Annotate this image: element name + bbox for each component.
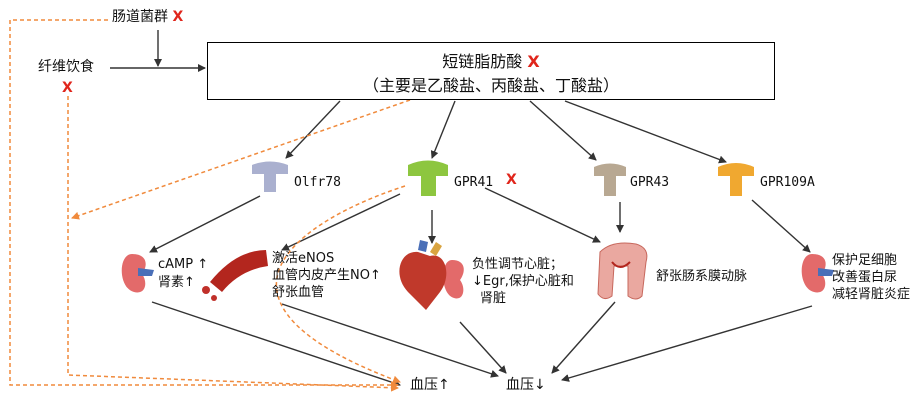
fiber-diet-label: 纤维饮食 [38,59,94,75]
heart-icon [399,240,447,310]
bp-down-label: 血压↓ [506,377,546,393]
heart-effect-line2: ↓Egr,保护心脏和 [472,274,574,289]
arrow-box-to-olfr78 [285,100,341,159]
receptor-label-gpr109a: GPR109A [760,175,815,190]
arrow-box-to-gpr109a [564,100,727,164]
vessel-effect-line1: 激活eNOS [272,251,335,266]
gpr109a-effect-line1: 保护足细胞 [832,253,898,268]
vessel-effect-line2: 血管内皮产生NO↑ [272,268,381,283]
arrow-kidney-to-bpup [151,301,401,387]
gpr109a-effect-line2: 改善蛋白尿 [832,270,898,285]
dashed-box-to-diet-line [71,99,411,220]
receptor-label-olfr78: Olfr78 [294,175,341,190]
receptor-gpr41-icon [408,160,448,196]
olfr78-effect-camp: cAMP ↑ [158,257,209,272]
arrow-olfr78-to-kidney [149,195,261,253]
arrow-box-to-gpr43 [529,100,597,161]
heart-effect-line1: 负性调节心脏； [472,257,564,272]
inhibit-x-mark: X [62,80,73,96]
receptor-label-gpr41: GPR41 [454,175,494,190]
kidney-icon [801,254,834,293]
receptor-gpr43-icon [594,163,626,196]
inhibit-x-mark: X [506,172,517,188]
gpr109a-effect-line3: 减轻肾脏炎症 [832,287,911,302]
gpr43-effect: 舒张肠系膜动脉 [656,269,748,284]
dashed-arrows [9,19,411,392]
scfa-box: 短链脂肪酸 X （主要是乙酸盐、丙酸盐、丁酸盐） [207,42,775,100]
dashed-flora-to-bpup [9,19,399,389]
receptor-olfr78-icon [252,161,288,192]
arrow-gpr109a-to-kidney [751,199,811,253]
olfr78-effect-renin: 肾素↑ [158,275,195,290]
arrow-intestine-to-bpdown [551,301,616,374]
scfa-title-line: 短链脂肪酸 X [442,52,540,71]
vessel-effect-line3: 舒张血管 [272,285,325,300]
heart-effect-line3: 肾脏 [480,291,507,306]
arrow-gpr41-to-intestine [484,187,601,243]
arrow-vessel-to-bpdown [281,303,499,378]
kidney-icon [443,260,464,299]
arrow-gpr41-to-vessel [281,193,401,251]
inhibit-x-mark: X [172,9,184,25]
blood-vessel-icon [202,250,268,301]
inhibit-x-mark: X [527,52,540,71]
intestine-icon [597,242,648,300]
kidney-icon [121,254,154,293]
arrow-heart-to-bpdown [459,321,507,374]
dashed-diet-to-bpup [67,96,399,392]
receptor-label-gpr43: GPR43 [630,175,670,190]
receptor-gpr109a-icon [718,163,754,196]
dashed-gpr41-to-bpup [275,185,406,384]
gut-flora-label: 肠道菌群 X [112,9,184,25]
bp-up-label: 血压↑ [410,377,450,393]
solid-arrows [110,30,813,387]
arrow-gpr109a-to-bpdown [561,305,813,382]
arrow-box-to-gpr41 [430,100,456,159]
scfa-subtitle: （主要是乙酸盐、丙酸盐、丁酸盐） [362,76,619,95]
